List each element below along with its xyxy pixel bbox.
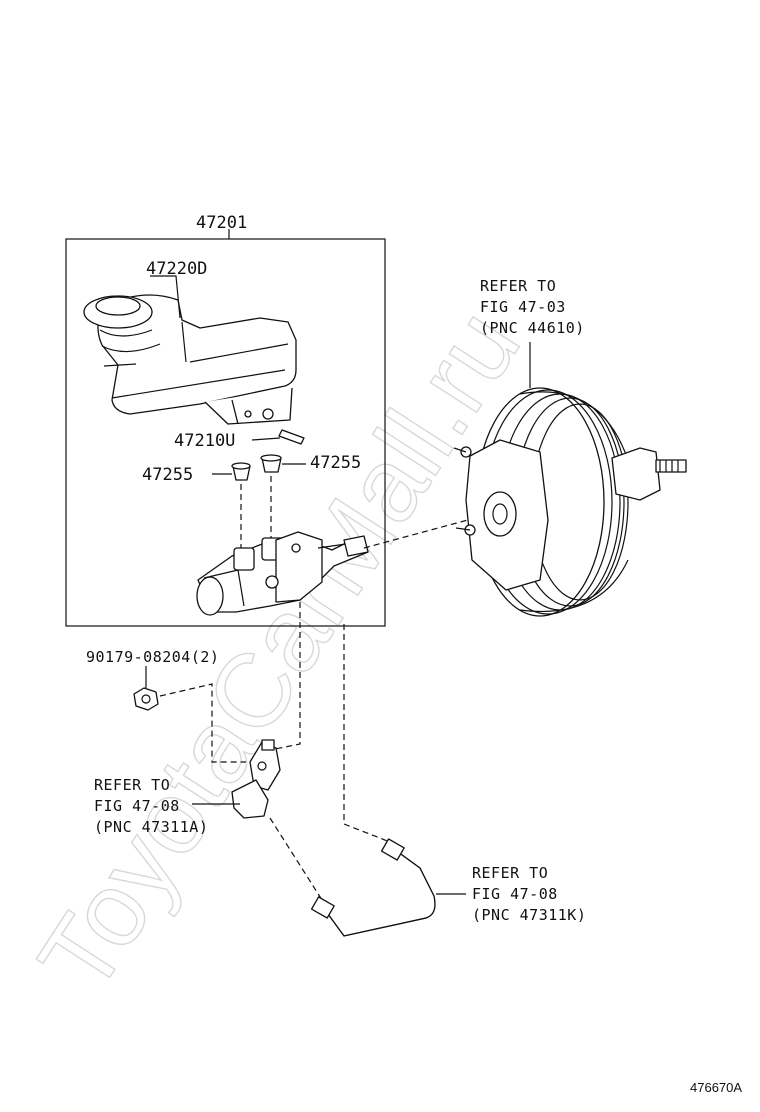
svg-text:(PNC 44610): (PNC 44610) <box>480 319 585 337</box>
grommet-right <box>260 454 282 473</box>
label-grommet-right: 47255 <box>310 453 361 473</box>
svg-text:FIG 47-03: FIG 47-03 <box>480 298 566 316</box>
ref-tube: REFER TO FIG 47-08 (PNC 47311K) <box>472 864 586 924</box>
label-reservoir: 47220D <box>146 259 207 279</box>
brake-booster <box>453 342 687 617</box>
svg-text:REFER TO: REFER TO <box>480 277 556 295</box>
svg-text:(PNC 47311A): (PNC 47311A) <box>94 818 208 836</box>
assembly-number: 47201 <box>196 213 247 233</box>
brake-tube <box>310 838 436 937</box>
label-grommet-left: 47255 <box>142 465 193 485</box>
svg-text:FIG 47-08: FIG 47-08 <box>472 885 558 903</box>
svg-text:FIG 47-08: FIG 47-08 <box>94 797 180 815</box>
proportioning-valve <box>231 739 281 819</box>
grommet-left <box>231 462 251 481</box>
master-cylinder <box>196 531 369 616</box>
nut-part <box>133 687 159 711</box>
ref-valve: REFER TO FIG 47-08 (PNC 47311A) <box>94 776 208 836</box>
svg-text:REFER TO: REFER TO <box>472 864 548 882</box>
label-pin: 47210U <box>174 431 235 451</box>
figure-id: 476670A <box>690 1080 742 1095</box>
svg-text:(PNC 47311K): (PNC 47311K) <box>472 906 586 924</box>
reservoir-tank <box>83 294 297 425</box>
pin-part <box>278 429 305 445</box>
svg-text:REFER TO: REFER TO <box>94 776 170 794</box>
assembly-frame <box>65 238 386 627</box>
label-nut: 90179-08204(2) <box>86 648 219 666</box>
ref-booster: REFER TO FIG 47-03 (PNC 44610) <box>480 277 585 337</box>
